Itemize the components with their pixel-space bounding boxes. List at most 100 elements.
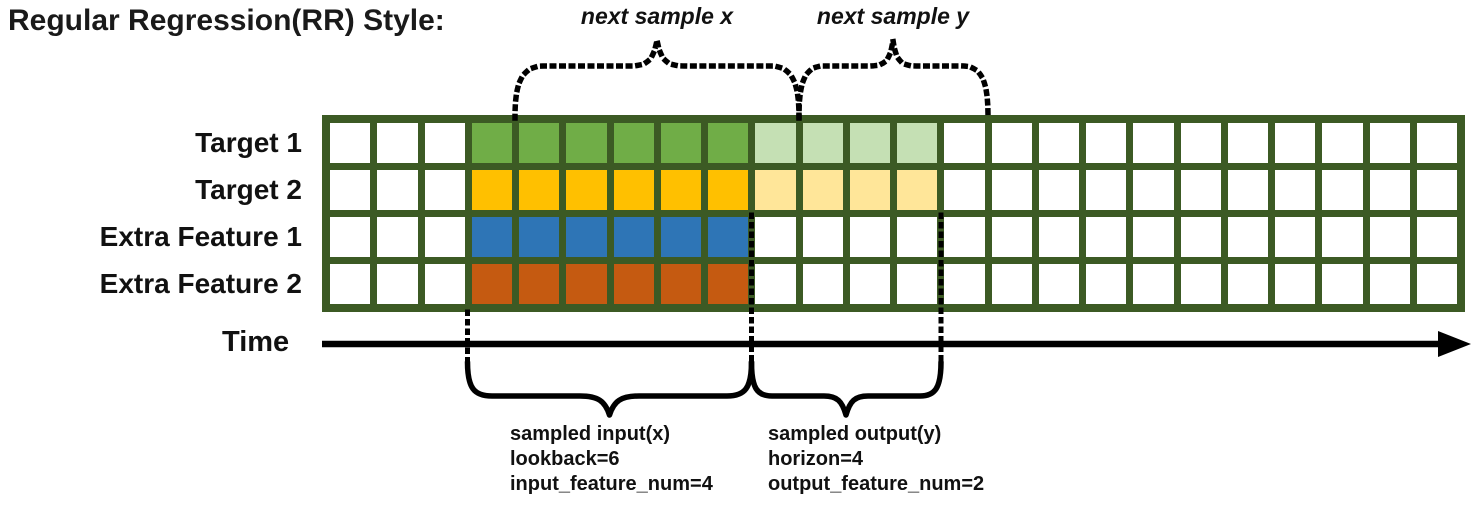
grid-cell [1275,170,1316,210]
row-label: Extra Feature 1 [99,221,302,252]
grid-cell [1180,170,1221,210]
grid-cell [1275,123,1316,163]
grid-cell [519,170,560,210]
grid-cell [1369,123,1410,163]
grid-cell [330,217,371,257]
grid-cell [613,264,654,304]
grid-cell [849,170,890,210]
grid-cell [1180,264,1221,304]
grid-cell [1086,217,1127,257]
grid-cell [1133,217,1174,257]
grid-cell [377,264,418,304]
next-sample-y-label: next sample y [816,3,970,29]
grid-cell [471,264,512,304]
grid-cell [1275,217,1316,257]
grid-cell [1086,264,1127,304]
grid-cell [377,217,418,257]
grid-cell [991,217,1032,257]
grid-cell [802,264,843,304]
grid-cell [519,264,560,304]
grid-cell [1322,264,1363,304]
grid-cell [1086,123,1127,163]
grid-cell [991,170,1032,210]
grid-cell [1275,264,1316,304]
grid-cell [849,264,890,304]
sampled-output-line: sampled output(y) [768,423,942,445]
grid-cell [897,123,938,163]
grid-cell [991,264,1032,304]
grid-cell [660,217,701,257]
grid-cell [1038,170,1079,210]
grid-cell [755,217,796,257]
grid-cell [519,217,560,257]
grid-cell [330,264,371,304]
grid-cell [1227,217,1268,257]
grid-cell [1086,170,1127,210]
grid-cell [660,264,701,304]
sampled-input-line: sampled input(x) [510,423,671,445]
grid-cell [944,264,985,304]
grid-cell [897,217,938,257]
grid-cell [330,123,371,163]
grid-cell [613,217,654,257]
grid-cell [1369,217,1410,257]
time-arrow [322,331,1471,357]
grid-cell [802,123,843,163]
grid-cell [1133,264,1174,304]
grid-cell [566,170,607,210]
grid-cell [708,217,749,257]
grid-cell [755,123,796,163]
grid-cell [1322,217,1363,257]
grid-cell [1369,170,1410,210]
grid-cell [708,170,749,210]
grid-cell [424,217,465,257]
grid-cell [424,123,465,163]
sampled-output-annotation: sampled output(y) horizon=4 output_featu… [768,422,984,497]
grid-cell [708,123,749,163]
grid-cell [1369,264,1410,304]
grid-cell [849,123,890,163]
row-label: Target 2 [195,174,302,205]
grid-cell [944,123,985,163]
sampled-output-brace [748,359,944,418]
grid-cell [660,123,701,163]
grid-cell [660,170,701,210]
time-grid [322,115,1465,312]
grid-cell [755,264,796,304]
grid-cell [755,170,796,210]
grid-cell [1416,123,1457,163]
grid-cell [613,123,654,163]
grid-cell [944,217,985,257]
grid-cell [613,170,654,210]
grid-cell [566,123,607,163]
input-feature-num-line: input_feature_num=4 [510,473,713,495]
grid-cell [708,264,749,304]
next-sample-x-brace [512,39,802,121]
grid-cell [1180,123,1221,163]
time-arrowhead [1438,331,1471,357]
grid-cell [471,217,512,257]
grid-cell [519,123,560,163]
grid-cell [566,217,607,257]
grid-cell [849,217,890,257]
grid-cell [991,123,1032,163]
grid-cell [802,217,843,257]
sampled-input-brace [464,359,755,418]
grid-cell [1322,123,1363,163]
output-feature-num-line: output_feature_num=2 [768,473,985,495]
grid-cell [1038,264,1079,304]
grid-cell [1227,170,1268,210]
time-axis-label: Time [222,326,290,358]
grid-cell [1038,217,1079,257]
next-sample-x-label: next sample x [580,3,734,29]
row-label: Extra Feature 2 [99,268,302,299]
grid-cell [1416,217,1457,257]
grid-cell [897,264,938,304]
grid-cell [471,123,512,163]
lookback-line: lookback=6 [510,448,620,470]
grid-cell [1227,123,1268,163]
grid-cell [897,170,938,210]
row-label: Target 1 [195,127,302,158]
horizon-line: horizon=4 [768,448,864,470]
